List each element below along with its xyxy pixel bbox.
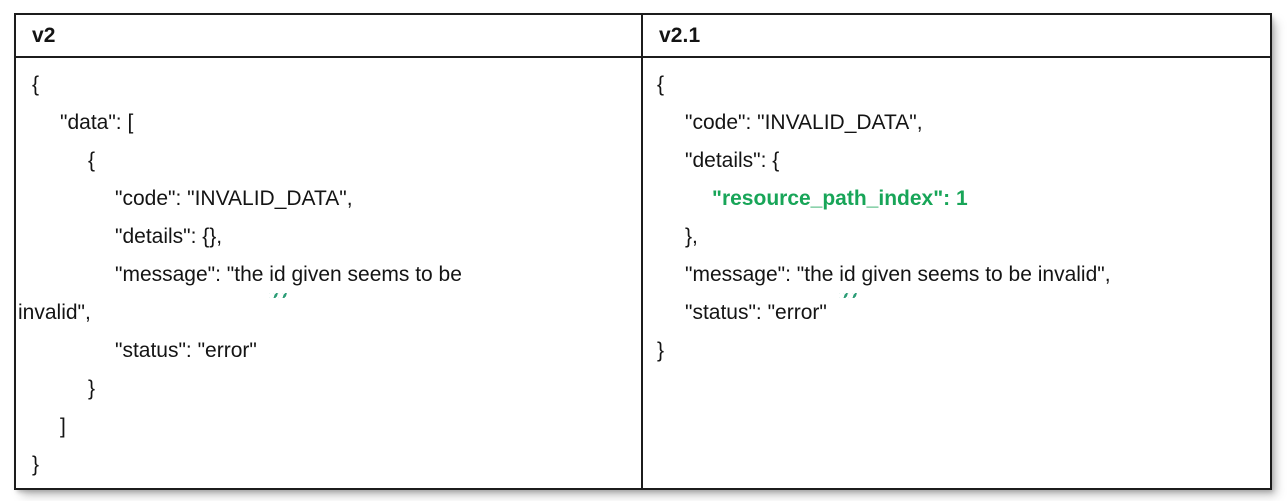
code-line: "status": "error": [115, 339, 257, 362]
code-line: "status": "error": [685, 301, 827, 324]
message-prefix-text: "message": "the: [115, 263, 270, 286]
code-line: {: [657, 73, 665, 96]
message-suffix-text: given seems to be invalid",: [855, 263, 1111, 286]
table-header-row: v2 v2.1: [16, 15, 1270, 58]
code-line-message-continuation: invalid",: [18, 301, 91, 324]
code-line-message: "message": "the id given seems to be inv…: [643, 256, 1264, 298]
table-body-row: { "data": [ { "code": "INVALID_DATA", "d…: [16, 58, 1270, 488]
json-comparison-table: v2 v2.1 { "data": [ { "code": "INVALID_D…: [14, 13, 1272, 490]
spellcheck-misspelled-word: id: [839, 256, 858, 298]
code-line-highlighted: "resource_path_index": 1: [712, 187, 968, 210]
spellcheck-misspelled-word: id: [269, 256, 288, 298]
code-line: }: [32, 453, 40, 476]
table-header-cell-v2: v2: [16, 15, 643, 56]
table-cell-v2-1-body: { "code": "INVALID_DATA", "details": { "…: [643, 58, 1270, 488]
message-suffix-text: given seems to be: [285, 263, 462, 286]
code-line: ]: [60, 415, 66, 438]
code-line-message: "message": "the id given seems to be: [16, 256, 635, 298]
code-line: {: [32, 73, 40, 96]
code-line: }: [88, 377, 96, 400]
code-line: },: [685, 225, 698, 248]
code-line: "data": [: [60, 111, 134, 134]
table-cell-v2-body: { "data": [ { "code": "INVALID_DATA", "d…: [16, 58, 643, 488]
code-line: "details": {: [685, 149, 780, 172]
code-line: "details": {},: [115, 225, 223, 248]
code-line: }: [657, 339, 665, 362]
code-line: "code": "INVALID_DATA",: [685, 111, 923, 134]
column-header-label-v2: v2: [32, 23, 56, 47]
table-header-cell-v2-1: v2.1: [643, 15, 1270, 56]
code-line: {: [88, 149, 96, 172]
message-prefix-text: "message": "the: [685, 263, 840, 286]
code-line: "code": "INVALID_DATA",: [115, 187, 353, 210]
json-block-v2-1: { "code": "INVALID_DATA", "details": { "…: [643, 58, 1270, 376]
json-block-v2: { "data": [ { "code": "INVALID_DATA", "d…: [16, 58, 641, 488]
column-header-label-v2-1: v2.1: [659, 23, 701, 47]
